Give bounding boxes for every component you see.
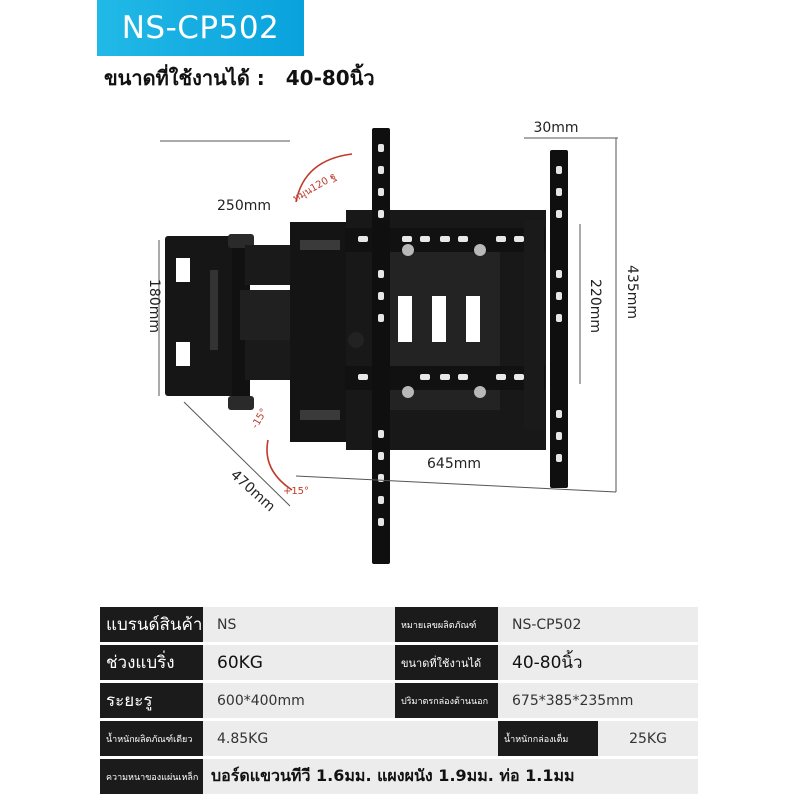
gross-weight-value: 25KG bbox=[598, 718, 698, 758]
dim-470mm: 470mm bbox=[227, 467, 278, 515]
spec-row-thickness: ความหนาของแผ่นเหล็ก บอร์ดแขวนทีวี 1.6มม.… bbox=[100, 756, 698, 794]
vesa-value: 600*400mm bbox=[203, 680, 395, 720]
net-weight-label: น้ำหนักผลิตภัณฑ์เดียว bbox=[100, 718, 203, 758]
brand-value: NS bbox=[203, 604, 395, 644]
dim-180mm: 180mm bbox=[146, 279, 162, 333]
thickness-value: บอร์ดแขวนทีวี 1.6มม. แผงผนัง 1.9มม. ท่อ … bbox=[203, 756, 698, 794]
model-label: หมายเลขผลิตภัณฑ์ bbox=[395, 604, 498, 644]
tilt-down-label: +15° bbox=[283, 486, 309, 497]
title-banner: NS-CP502 bbox=[97, 0, 304, 56]
spec-row-weight: น้ำหนักผลิตภัณฑ์เดียว 4.85KG น้ำหนักกล่อ… bbox=[100, 718, 698, 758]
dimension-lines bbox=[158, 137, 618, 507]
load-value: 60KG bbox=[203, 642, 395, 682]
box-label: ปริมาตรกล่องด้านนอก bbox=[395, 680, 498, 720]
tilt-up-label: -15° bbox=[250, 407, 270, 431]
dim-645mm: 645mm bbox=[427, 456, 481, 472]
size-range-label: ขนาดที่ใช้งานได้ : bbox=[104, 66, 265, 90]
tv-vertical-arms bbox=[348, 128, 568, 564]
dim-435mm: 435mm bbox=[624, 265, 640, 319]
vesa-label: ระยะรู bbox=[100, 680, 203, 720]
net-weight-value: 4.85KG bbox=[203, 718, 395, 758]
rotation-arrows bbox=[266, 153, 353, 491]
load-label: ช่วงแบริ่ง bbox=[100, 642, 203, 682]
spec-row-vesa: ระยะรู 600*400mm ปริมาตรกล่องด้านนอก 675… bbox=[100, 680, 698, 720]
fit-label: ขนาดที่ใช้งานได้ bbox=[395, 642, 498, 682]
brand-label: แบรนด์สินค้า bbox=[100, 604, 203, 644]
dim-220mm: 220mm bbox=[587, 279, 603, 333]
thickness-label: ความหนาของแผ่นเหล็ก bbox=[100, 756, 203, 794]
model-value: NS-CP502 bbox=[498, 604, 698, 644]
dim-30mm: 30mm bbox=[533, 120, 578, 136]
size-range-line: ขนาดที่ใช้งานได้ : 40-80นิ้ว bbox=[104, 60, 375, 96]
spec-row-load: ช่วงแบริ่ง 60KG ขนาดที่ใช้งานได้ 40-80นิ… bbox=[100, 642, 698, 682]
wall-plate bbox=[165, 236, 235, 396]
box-value: 675*385*235mm bbox=[498, 680, 698, 720]
mount-diagram: 30mm 250mm 180mm 220mm 435mm 645mm 470mm… bbox=[146, 120, 640, 564]
size-range-value: 40-80นิ้ว bbox=[285, 66, 375, 90]
rotate-120-label: หมุน120 ฐ bbox=[291, 171, 338, 204]
spec-table: แบรนด์สินค้า NS หมายเลขผลิตภัณฑ์ NS-CP50… bbox=[100, 604, 698, 794]
gross-weight-label: น้ำหนักกล่องเต็ม bbox=[498, 718, 598, 758]
spec-gap bbox=[395, 718, 498, 758]
dim-250mm: 250mm bbox=[217, 198, 271, 214]
fit-value: 40-80นิ้ว bbox=[498, 642, 698, 682]
spec-row-brand: แบรนด์สินค้า NS หมายเลขผลิตภัณฑ์ NS-CP50… bbox=[100, 604, 698, 644]
